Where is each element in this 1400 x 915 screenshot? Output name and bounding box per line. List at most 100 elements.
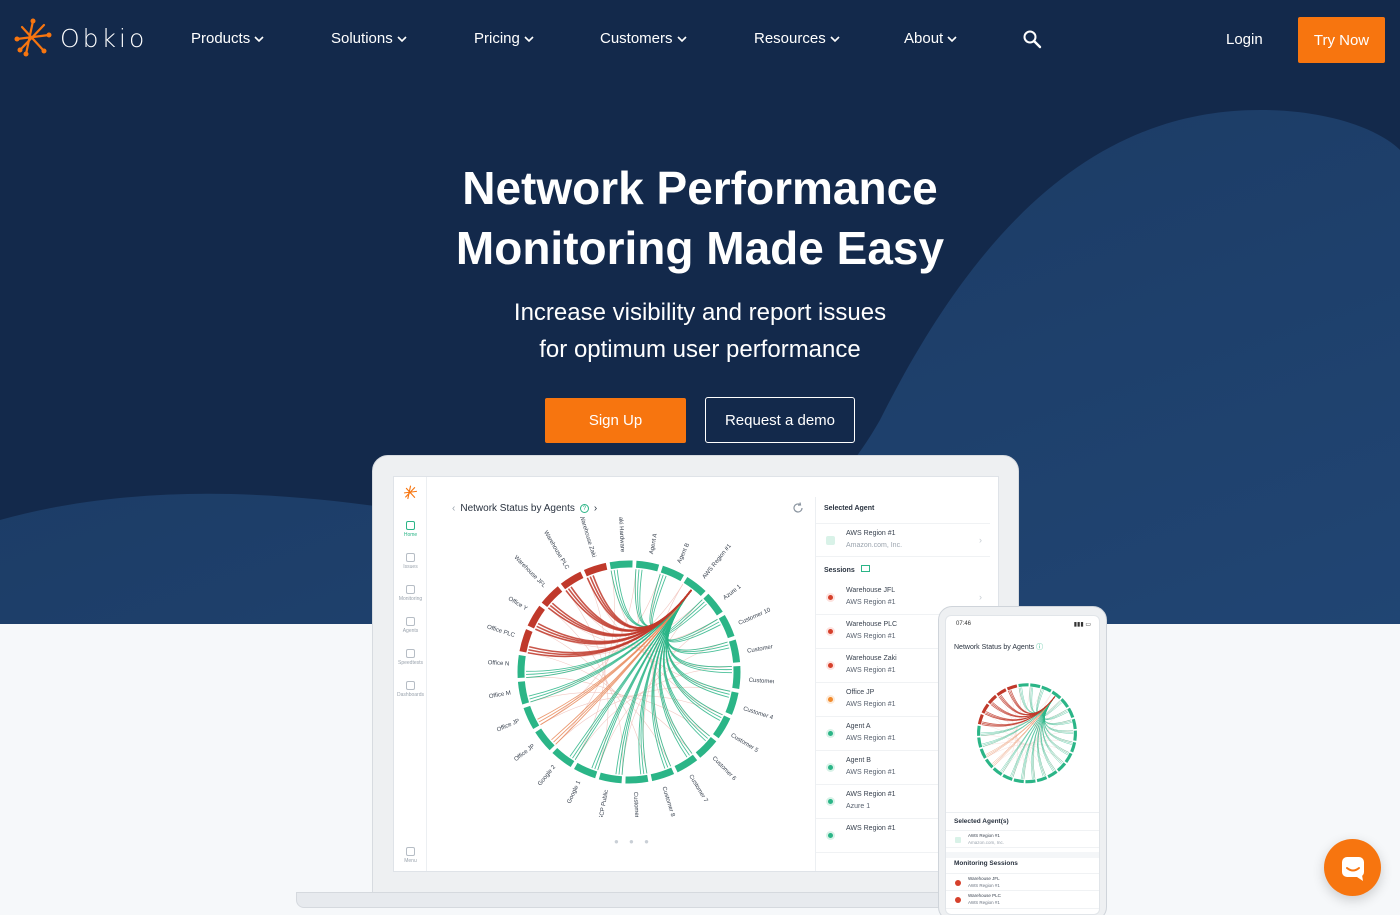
nav-pricing-label: Pricing [474,30,520,47]
hero-subheadline: Increase visibility and report issues fo… [0,294,1400,368]
signal-battery-icon: ▮▮▮ ▭ [1073,622,1091,628]
nav-resources-label: Resources [754,30,826,47]
app-screen: Home Issues Monitoring Agents Speedtests… [393,476,999,872]
nav-resources[interactable]: Resources [754,30,840,47]
phone-panel-title: Network Status by Agents ⓘ [954,642,1043,652]
bar-chart-icon [406,585,415,594]
chord-arc [560,571,584,590]
chord-arc [1051,690,1062,700]
try-now-button[interactable]: Try Now [1298,17,1385,63]
session-to: AWS Region #1 [968,900,1000,905]
chord-link-faint [635,569,710,737]
chevron-right-icon[interactable]: › [593,503,598,514]
nav-solutions[interactable]: Solutions [331,30,407,47]
phone-session-row[interactable]: Warehouse PLC AWS Region #1 [946,891,1099,909]
chord-arc [732,666,741,689]
chord-arc [517,681,530,705]
chat-launcher-button[interactable] [1324,839,1381,896]
refresh-icon[interactable] [792,502,804,514]
nav-pricing[interactable]: Pricing [474,30,534,47]
session-to: Azure 1 [846,803,871,810]
chord-link-faint [1002,690,1017,773]
chord-arc [541,586,563,608]
chord-link-faint [990,704,1025,780]
session-row[interactable]: Agent B AWS Region #1 [816,751,990,785]
panel-title: ‹ Network Status by Agents ? › [452,503,597,514]
chord-label: Customer 7 [687,774,708,804]
search-icon[interactable] [1022,29,1042,49]
chord-arc [996,688,1007,697]
sidebar-item-agents[interactable]: Agents [394,617,427,634]
status-dot-green [826,729,835,738]
chord-arc [977,737,983,748]
phone-selected-agent[interactable]: AWS Region #1 Amazon.com, Inc. [946,830,1099,848]
chord-label: Google 2 [537,764,557,787]
chord-arc [1002,773,1013,781]
hero-background-curve [0,110,1400,624]
request-demo-button[interactable]: Request a demo [705,397,855,443]
divider [946,812,1099,813]
chord-label: Customer 6 [711,756,738,783]
nav-customers[interactable]: Customers [600,30,687,47]
chord-arc [660,565,684,582]
chord-arc [609,560,633,570]
selected-agent-row[interactable]: AWS Region #1 Amazon.com, Inc. › [816,523,990,557]
chord-arc [1025,779,1036,784]
chord-link-faint [574,577,606,760]
nav-about[interactable]: About [904,30,957,47]
chord-link-faint [540,695,723,725]
status-dot-green [826,797,835,806]
chord-arc [1030,683,1041,689]
session-row[interactable]: AWS Region #1 [816,819,990,853]
pager-dots[interactable]: ● ● ● [614,837,653,846]
session-from: Warehouse JFL [968,876,1000,881]
help-icon[interactable]: ? [579,504,589,513]
sign-up-button[interactable]: Sign Up [545,398,686,443]
nav-products[interactable]: Products [191,30,264,47]
top-navigation: Obkio Products Solutions Pricing Custome… [0,0,1400,80]
phone-selected-title: Selected Agent(s) [954,818,1009,825]
sidebar-item-speedtests[interactable]: Speedtests [394,649,427,666]
phone-selected-agent-org: Amazon.com, Inc. [968,840,1005,845]
session-to: AWS Region #1 [846,769,896,776]
chord-label: Office Y [507,596,528,612]
chord-arc [703,593,723,616]
sessions-panel: Selected Agent AWS Region #1 Amazon.com,… [815,497,990,871]
chord-link [1044,696,1072,725]
obkio-logo[interactable]: Obkio [14,18,147,58]
chord-arc [1060,698,1070,708]
chevron-down-icon [397,35,407,42]
sidebar-item-issues[interactable]: Issues [394,553,427,570]
chevron-down-icon [676,35,687,42]
chord-arc [1013,778,1024,784]
sidebar-item-monitoring[interactable]: Monitoring [394,585,427,602]
sidebar-item-dashboards[interactable]: Dashboards [394,681,427,698]
chord-link-faint [540,569,637,725]
chord-link [540,589,692,726]
chord-arc [992,767,1003,776]
chord-arc [535,728,555,751]
chord-arc [1036,776,1048,783]
chord-label: Warehouse JFL [513,555,547,590]
chord-arc [1073,730,1077,741]
chord-label: Customer 10 [738,607,772,627]
login-link[interactable]: Login [1226,31,1263,48]
chord-label: Azure 1 [722,584,743,602]
sidebar-item-menu[interactable]: Menu [394,847,427,864]
chevron-left-icon[interactable]: ‹ [452,503,456,514]
selected-agent-org: Amazon.com, Inc. [846,542,903,549]
chat-bubble-icon [1341,856,1364,881]
phone-session-row[interactable]: Warehouse JFL AWS Region #1 [946,873,1099,891]
sidebar-item-home[interactable]: Home [394,521,427,538]
session-from: Agent B [846,757,871,764]
session-to: AWS Region #1 [968,883,1000,888]
phone-panel-title-text: Network Status by Agents [954,644,1035,651]
chord-arc [1056,762,1067,772]
